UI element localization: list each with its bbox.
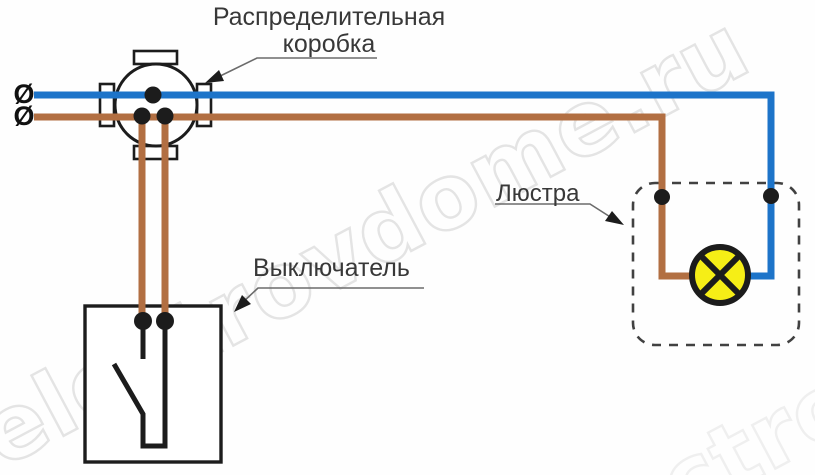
cable-entry-symbol-neutral: Ø: [13, 79, 35, 109]
phase-junction-dot-right: [156, 107, 174, 125]
phase-junction-dot-left: [133, 107, 151, 125]
leader-line-chandelier: [495, 203, 616, 221]
cable-entry-symbol-phase: Ø: [13, 101, 35, 131]
switch-terminal-dot-right: [156, 312, 174, 330]
leader-switch: [234, 287, 424, 312]
lamp-cross-lines: [697, 252, 743, 298]
junction-box-tab-top: [132, 49, 179, 66]
junction-box-label-line1: Распределительная: [212, 3, 446, 31]
switch-lever-and-return: [111, 322, 168, 449]
switch-box: [83, 304, 223, 464]
neutral-junction-dot: [144, 86, 162, 104]
leader-chandelier: [495, 203, 624, 225]
lamp-icon: [689, 244, 751, 306]
junction-dots: [133, 86, 779, 330]
chandelier-phase-terminal-dot: [654, 189, 670, 205]
chandelier-label: Люстра: [496, 180, 580, 207]
arrowhead-icon-chandelier: [605, 211, 624, 225]
arrowhead-icon-switch: [234, 295, 251, 312]
switch-label: Выключатель: [253, 254, 410, 282]
switch-terminal-dot-left: [134, 312, 152, 330]
neutral-wire: [34, 91, 775, 280]
junction-box-label-line2: коробка: [282, 30, 376, 58]
switch-contact-symbol: [111, 322, 168, 449]
chandelier-neutral-terminal-dot: [763, 188, 779, 204]
leader-junction-box: [205, 57, 377, 83]
leader-line-switch: [240, 287, 424, 305]
leader-line-junction-box: [211, 57, 377, 81]
junction-box: [98, 49, 213, 161]
junction-box-circle: [113, 62, 199, 148]
junction-box-label: Распределительная коробка: [195, 4, 463, 58]
arrowhead-icon-junction-box: [205, 70, 224, 83]
